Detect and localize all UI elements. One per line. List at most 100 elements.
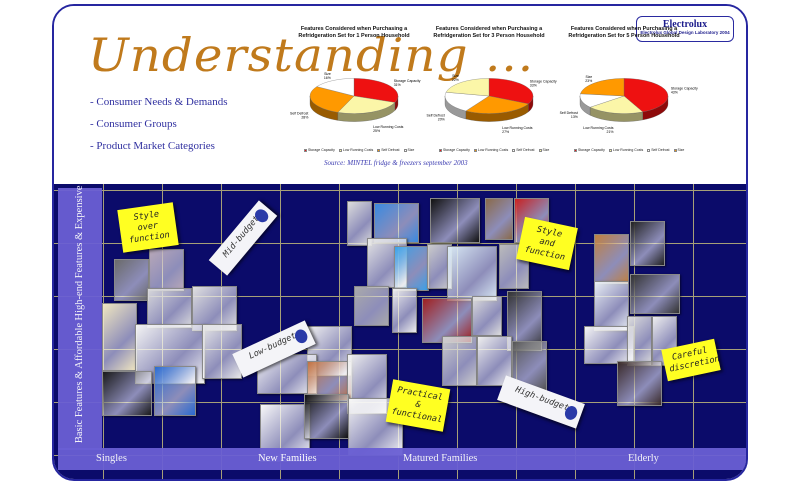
appliance-photo bbox=[485, 198, 513, 240]
appliance-photo bbox=[630, 221, 665, 266]
pie-slice bbox=[309, 86, 355, 113]
legend-swatch bbox=[338, 148, 342, 152]
logo-subtitle: Electrolux Global Design Laboratory 2004 bbox=[640, 30, 730, 35]
legend-label: Self Defrost bbox=[516, 148, 535, 152]
legend-label: Self Defrost bbox=[381, 148, 400, 152]
pie-slice bbox=[445, 78, 490, 97]
legend-item: Storage Capacity bbox=[439, 148, 470, 152]
appliance-photo bbox=[304, 394, 349, 439]
appliance-photo bbox=[374, 203, 419, 243]
legend-swatch bbox=[512, 148, 516, 152]
legend-item: Storage Capacity bbox=[304, 148, 335, 152]
legend-item: Size bbox=[538, 148, 550, 152]
bullet-item: - Consumer Groups bbox=[90, 118, 177, 130]
appliance-photo bbox=[114, 259, 149, 301]
appliance-photo bbox=[430, 198, 480, 243]
legend-label: Self Defrost bbox=[651, 148, 670, 152]
x-label-new-families: New Families bbox=[258, 453, 317, 464]
pie-legend: Storage Capacity Low Running Costs Self De… bbox=[574, 148, 684, 152]
consumer-matrix: High-end Features & Expensive Basic Feat… bbox=[54, 184, 746, 479]
pie-slice bbox=[465, 95, 529, 114]
x-label-singles: Singles bbox=[96, 453, 127, 464]
x-axis-band: Singles New Families Matured Families El… bbox=[58, 448, 746, 470]
legend-label: Storage Capacity bbox=[578, 148, 605, 152]
appliance-photo bbox=[442, 336, 477, 386]
logo-name: Electrolux bbox=[662, 19, 708, 30]
legend-label: Size bbox=[407, 148, 415, 152]
note-style-over-function: Style over function bbox=[117, 202, 179, 253]
appliance-photo bbox=[584, 326, 634, 364]
legend-item: Self Defrost bbox=[377, 148, 400, 152]
pie-chart-1-title: Features Considered when Purchasing a Re… bbox=[298, 26, 410, 39]
legend-item: Low Running Costs bbox=[473, 148, 509, 152]
appliance-photo bbox=[147, 288, 192, 328]
legend-item: Storage Capacity bbox=[574, 148, 605, 152]
appliance-photo bbox=[394, 246, 429, 291]
legend-swatch bbox=[377, 148, 381, 152]
electrolux-logo: Electrolux Electrolux Global Design Labo… bbox=[636, 16, 734, 42]
legend-label: Size bbox=[542, 148, 550, 152]
pie-chart-2-title: Features Considered when Purchasing a Re… bbox=[433, 26, 545, 39]
legend-swatch bbox=[439, 148, 442, 152]
legend-swatch bbox=[473, 148, 477, 152]
y-label-basic: Basic Features & Affordable bbox=[74, 322, 85, 444]
pie-slice bbox=[488, 78, 534, 105]
source-note: Source: MINTEL fridge & freezers septemb… bbox=[324, 159, 468, 167]
y-label-high-end: High-end Features & Expensive bbox=[74, 185, 85, 321]
legend-swatch bbox=[608, 148, 612, 152]
pie-slice bbox=[623, 78, 669, 113]
legend-label: Storage Capacity bbox=[443, 148, 470, 152]
legend-swatch bbox=[647, 148, 651, 152]
appliance-photo bbox=[354, 286, 389, 326]
pie-slice bbox=[444, 92, 490, 112]
pie-chart-3-title: Features Considered when Purchasing a Re… bbox=[568, 26, 680, 39]
appliance-photo bbox=[594, 234, 629, 284]
pie-legend: Storage Capacity Low Running Costs Self De… bbox=[439, 148, 549, 152]
legend-label: Low Running Costs bbox=[477, 148, 509, 152]
legend-item: Self Defrost bbox=[647, 148, 670, 152]
slide: Understanding ... - Consumer Needs & Dem… bbox=[52, 4, 748, 481]
appliance-photo bbox=[149, 249, 184, 291]
legend-item: Self Defrost bbox=[512, 148, 535, 152]
legend-item: Low Running Costs bbox=[608, 148, 644, 152]
slide-title: Understanding ... bbox=[88, 28, 535, 82]
legend-item: Size bbox=[403, 148, 415, 152]
appliance-photo bbox=[102, 303, 137, 371]
legend-label: Low Running Costs bbox=[612, 148, 644, 152]
appliance-photo bbox=[472, 296, 502, 336]
appliance-photo bbox=[617, 361, 662, 406]
appliance-photo bbox=[447, 246, 497, 301]
pie-slice bbox=[316, 78, 355, 97]
legend-swatch bbox=[574, 148, 577, 152]
legend-swatch bbox=[673, 148, 677, 152]
bullet-item: - Product Market Categories bbox=[90, 140, 215, 152]
legend-item: Size bbox=[673, 148, 685, 152]
legend-label: Storage Capacity bbox=[308, 148, 335, 152]
legend-item: Low Running Costs bbox=[338, 148, 373, 152]
x-label-elderly: Elderly bbox=[628, 453, 659, 464]
legend-label: Size bbox=[677, 148, 685, 152]
appliance-photo bbox=[627, 316, 652, 366]
pie-slice bbox=[337, 95, 396, 114]
note-mid-budget: Mid-budget bbox=[208, 200, 278, 276]
appliance-photo bbox=[102, 371, 152, 416]
pie-slice bbox=[580, 78, 625, 97]
legend-swatch bbox=[538, 148, 542, 152]
pie-slice bbox=[353, 78, 399, 103]
